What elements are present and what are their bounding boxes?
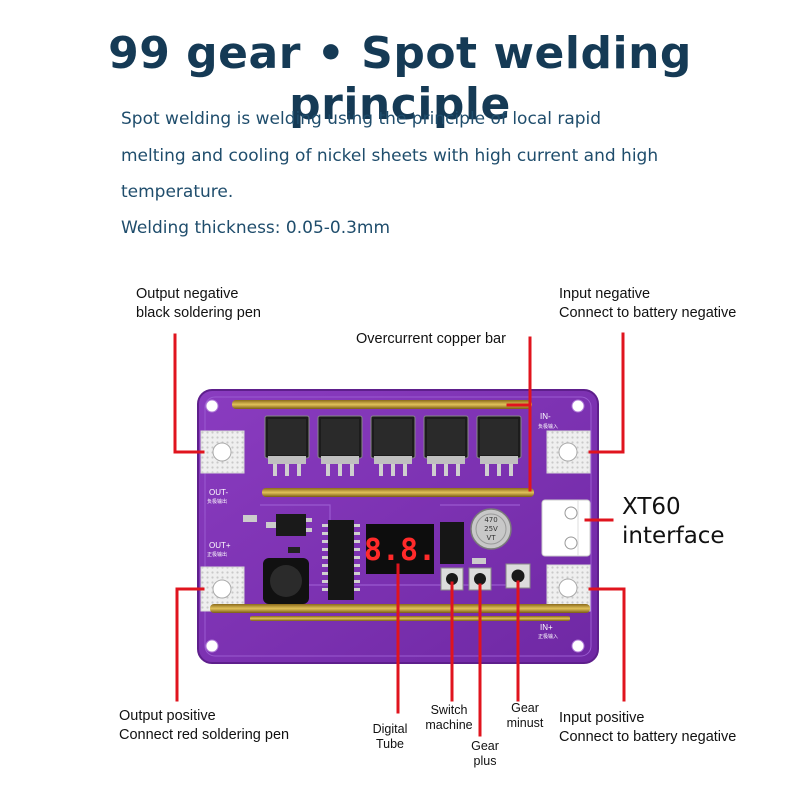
pad-input-negative xyxy=(546,430,591,474)
copper-bar-top xyxy=(232,400,532,409)
description-line-2: melting and cooling of nickel sheets wit… xyxy=(121,146,659,166)
label-output-negative-line2: black soldering pen xyxy=(136,305,261,321)
label-input-positive-line2: Connect to battery negative xyxy=(559,729,737,745)
capacitor-mark-1: 470 xyxy=(484,516,497,524)
pcb-mark-out-pos: OUT+ xyxy=(209,541,231,550)
label-switch-machine-line1: Switch xyxy=(430,703,468,717)
capacitor-mark-3: VT xyxy=(486,534,496,542)
label-output-positive-line2: Connect red soldering pen xyxy=(119,727,290,743)
leader-output-positive xyxy=(175,587,205,702)
label-digital-tube-line1: Digital xyxy=(372,722,408,736)
pcb-mark-in-neg: IN- xyxy=(540,412,551,421)
label-input-positive-line1: Input positive xyxy=(559,710,645,726)
label-gear-minus-line2: minust xyxy=(506,716,544,730)
mosfet-icon xyxy=(317,415,363,476)
label-output-negative-line1: Output negative xyxy=(136,286,239,302)
mosfet-icon xyxy=(476,415,522,476)
pad-input-positive xyxy=(546,564,591,612)
label-gear-plus-line2: plus xyxy=(473,754,497,768)
pcb-mark-out-neg-cn: 负极输出 xyxy=(207,498,227,505)
mosfet-icon xyxy=(264,415,310,476)
pcb-mark-out-neg: OUT- xyxy=(209,488,228,497)
leader-output-negative xyxy=(173,333,205,454)
capacitor-icon: 470 25V VT xyxy=(470,508,512,550)
label-switch-machine-line2: machine xyxy=(425,718,473,732)
label-input-negative-line2: Connect to battery negative xyxy=(559,305,737,321)
label-output-negative: Output negative black soldering pen xyxy=(136,285,261,323)
copper-bar-middle xyxy=(262,488,534,497)
inductor-icon xyxy=(263,558,309,604)
tact-switch-icon xyxy=(468,567,492,591)
welding-thickness: Welding thickness: 0.05-0.3mm xyxy=(121,218,391,238)
label-gear-plus-line1: Gear xyxy=(471,739,499,753)
xt60-footprint xyxy=(541,499,591,557)
description-line-1: Spot welding is welding using the princi… xyxy=(121,109,602,129)
regulator-chip xyxy=(276,514,306,536)
mosfet-icon xyxy=(423,415,469,476)
page-title: 99 gear • Spot welding principle xyxy=(108,28,692,130)
label-overcurrent-copper-bar: Overcurrent copper bar xyxy=(356,331,506,347)
label-xt60: XT60 xyxy=(622,494,681,520)
pcb-mark-in-pos-cn: 正极输入 xyxy=(538,633,558,640)
label-xt60-interface: interface xyxy=(622,523,725,549)
mosfet-icon xyxy=(370,415,416,476)
driver-chip xyxy=(440,522,464,564)
label-gear-minus: Gear minust xyxy=(500,701,550,731)
label-digital-tube-line2: Tube xyxy=(375,737,405,751)
label-input-positive: Input positive Connect to battery negati… xyxy=(559,709,736,747)
label-gear-minus-line1: Gear xyxy=(511,701,539,715)
label-switch-machine: Switch machine xyxy=(421,703,477,733)
leader-lines xyxy=(173,332,626,737)
microcontroller-chip xyxy=(322,520,360,600)
copper-bar-bottom xyxy=(210,604,590,613)
seven-segment-display-icon: 8.8. xyxy=(364,524,436,574)
leader-input-positive xyxy=(588,587,626,702)
tact-switch-icon xyxy=(440,567,464,591)
label-input-negative: Input negative Connect to battery negati… xyxy=(559,285,736,323)
label-input-negative-line1: Input negative xyxy=(559,286,651,302)
display-digits: 8.8. xyxy=(364,533,436,568)
capacitor-mark-2: 25V xyxy=(484,525,498,533)
leader-input-negative xyxy=(588,332,625,454)
label-output-positive-line1: Output positive xyxy=(119,708,216,724)
pcb-mark-out-pos-cn: 正极输出 xyxy=(207,551,227,558)
description-line-3: temperature. xyxy=(121,182,234,202)
pcb-mark-in-neg-cn: 负极输入 xyxy=(538,423,558,430)
pcb-mark-in-pos: IN+ xyxy=(540,623,553,632)
label-digital-tube: Digital Tube xyxy=(370,722,410,752)
label-output-positive: Output positive Connect red soldering pe… xyxy=(119,707,289,745)
label-gear-plus: Gear plus xyxy=(465,739,505,769)
pad-output-negative xyxy=(200,430,245,474)
copper-bar-bottom-2 xyxy=(250,616,570,621)
